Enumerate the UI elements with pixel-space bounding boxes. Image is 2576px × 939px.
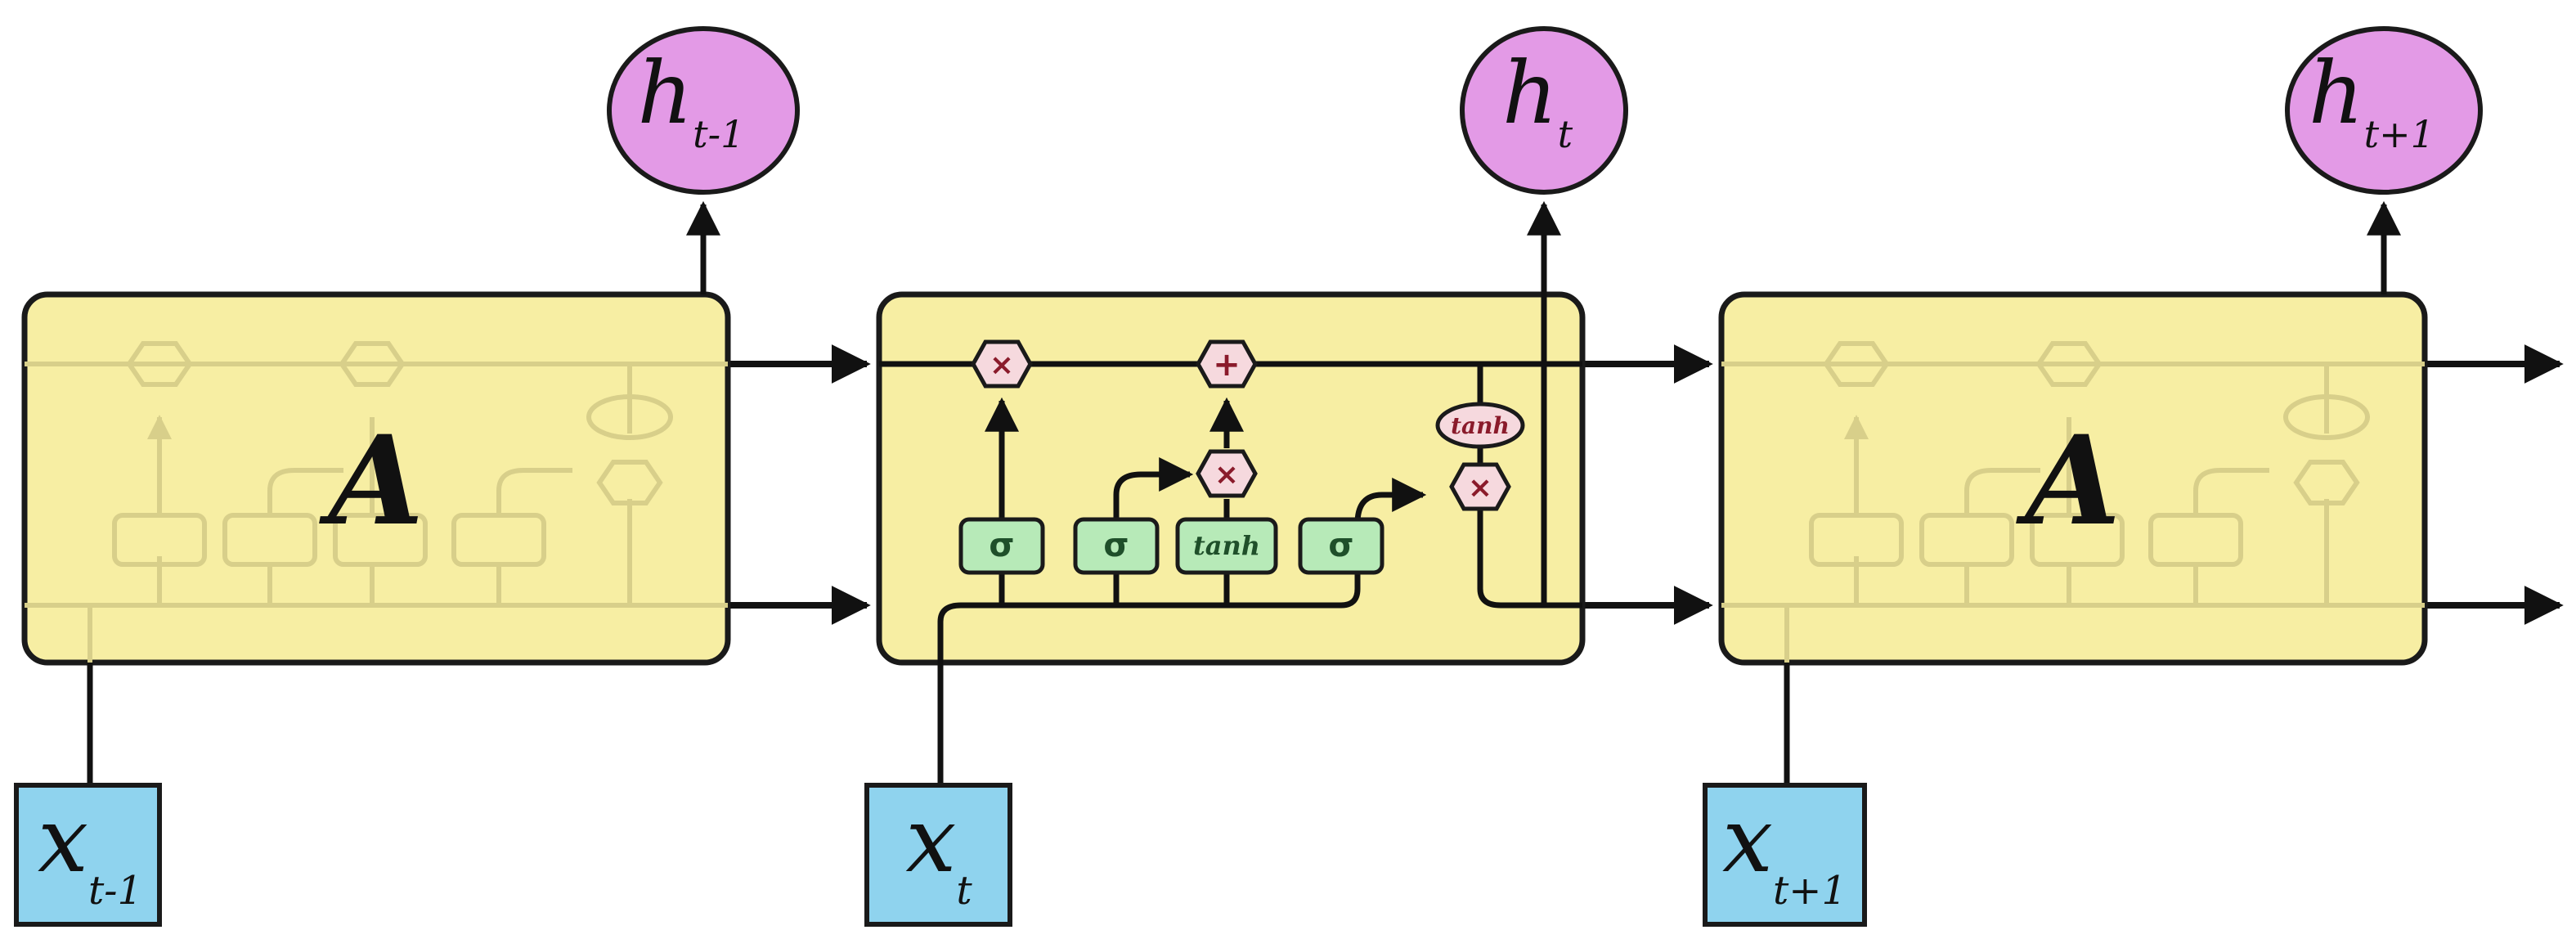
svg-text:×: × bbox=[990, 348, 1014, 382]
output-node-right: ht+1 bbox=[2285, 26, 2483, 195]
op-cell-add: + bbox=[1196, 339, 1258, 389]
svg-text:ht+1: ht+1 bbox=[2309, 43, 2435, 156]
svg-text:ht: ht bbox=[1502, 43, 1573, 156]
svg-text:×: × bbox=[1468, 471, 1492, 505]
gate-input: σ bbox=[1073, 517, 1160, 575]
cell-right-label: A bbox=[2016, 409, 2120, 553]
gate-output: σ bbox=[1298, 517, 1384, 575]
faded-internals-left bbox=[25, 341, 728, 663]
svg-text:tanh: tanh bbox=[1451, 412, 1510, 439]
svg-text:+: + bbox=[1213, 346, 1241, 384]
cell-left: A bbox=[21, 291, 731, 666]
output-node-left: ht-1 bbox=[607, 26, 800, 195]
svg-text:σ: σ bbox=[1328, 527, 1353, 564]
op-output-multiply: × bbox=[1449, 462, 1511, 511]
input-node-middle: xt bbox=[864, 783, 1012, 927]
svg-text:σ: σ bbox=[1103, 527, 1129, 564]
svg-text:xt: xt bbox=[905, 788, 972, 914]
faded-internals-right bbox=[1721, 341, 2425, 663]
svg-text:xt-1: xt-1 bbox=[38, 788, 142, 914]
svg-text:xt+1: xt+1 bbox=[1722, 788, 1847, 914]
cell-right: A bbox=[1718, 291, 2428, 666]
input-node-right: xt+1 bbox=[1703, 783, 1867, 927]
gate-candidate-tanh: tanh bbox=[1175, 517, 1278, 575]
cell-left-label: A bbox=[319, 409, 424, 553]
input-node-left: xt-1 bbox=[14, 783, 162, 927]
op-output-tanh: tanh bbox=[1435, 402, 1525, 449]
op-input-multiply: × bbox=[1196, 449, 1258, 498]
cell-middle: σ σ tanh σ × + × tanh bbox=[876, 200, 1586, 785]
svg-text:σ: σ bbox=[989, 527, 1014, 564]
gate-forget: σ bbox=[958, 517, 1045, 575]
svg-text:tanh: tanh bbox=[1193, 530, 1260, 561]
output-node-middle: ht bbox=[1460, 26, 1628, 195]
svg-text:ht-1: ht-1 bbox=[638, 43, 745, 156]
svg-text:×: × bbox=[1214, 458, 1239, 492]
op-forget-multiply: × bbox=[971, 339, 1033, 389]
